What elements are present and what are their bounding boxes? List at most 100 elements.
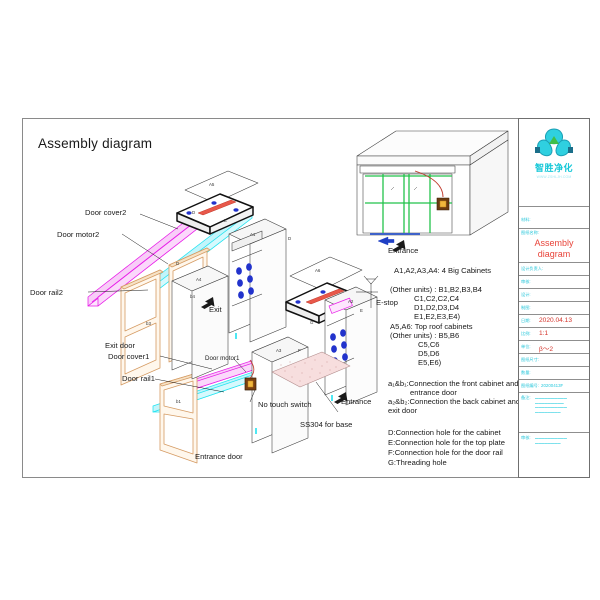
tb-review-key: 审核: xyxy=(521,279,531,284)
tb-drawing-name-value: Assembly diagram xyxy=(534,238,574,260)
tb-drafter-key: 制图: xyxy=(521,305,531,310)
tb-designer-row: 设计负责人: xyxy=(519,263,589,276)
legend-cabinets-9: E5,E6) xyxy=(418,358,442,367)
company-name-cn: 智胜净化 xyxy=(534,163,573,173)
tb-drafter-row: 制图: xyxy=(519,302,589,315)
page-title: Assembly diagram xyxy=(38,136,153,151)
title-block: 智胜净化 WWW.ZSHLJH.COM 材料: 图纸名称: Assembly d… xyxy=(518,118,590,478)
tb-remark-key: 备注: xyxy=(521,395,531,400)
label-exit: Exit xyxy=(209,305,222,314)
tb-size-key: 图纸尺寸: xyxy=(521,357,539,362)
label-entrance-room: Entrance xyxy=(388,246,419,255)
legend-cabinets-1: (Other units) : B1,B2,B3,B4 xyxy=(390,285,483,294)
hole-tag-g1: G xyxy=(310,320,314,325)
cabinet-a1 xyxy=(228,218,287,343)
tb-scale-row: 比例: 1:1 xyxy=(519,328,589,341)
tb-date-value: 2020.04.13 xyxy=(539,317,573,324)
label-no-touch-switch: No touch switch xyxy=(258,400,312,409)
legend-cabinets-5: A5,A6: Top roof cabinets xyxy=(390,322,473,331)
tb-drawing-name-row: 图纸名称: Assembly diagram xyxy=(519,229,589,263)
top-plate-a5 xyxy=(184,170,259,204)
label-door-rail1: Door rail1 xyxy=(122,374,155,383)
hole-tag-d3: D xyxy=(176,261,179,266)
tb-scale-key: 比例: xyxy=(521,331,531,336)
hole-tag-d2: D xyxy=(288,236,291,241)
tb-drawing-no-row: 图纸编号: 20200413F xyxy=(519,380,589,393)
legend-cabinets-6: (Other units) : B5,B6 xyxy=(390,331,460,340)
label-door-cover2: Door cover2 xyxy=(85,208,127,217)
tb-material-key: 材料: xyxy=(521,217,531,222)
tb-drawing-name-key: 图纸名称: xyxy=(521,230,539,235)
tray-a5 xyxy=(176,193,254,235)
hole-tag-e1: E xyxy=(224,218,227,223)
part-tag-a5: A5 xyxy=(209,182,215,187)
door-panel-exit xyxy=(120,269,164,386)
part-tag-a1: A1 xyxy=(250,232,256,237)
label-door-motor1: Door motor1 xyxy=(205,355,240,362)
tb-remark-text: ▬▬▬▬▬▬▬▬▬▬▬▬▬▬▬▬▬▬▬▬▬▬▬▬▬▬▬▬▬▬▬▬▬▬▬▬▬ xyxy=(535,396,567,414)
no-touch-switch-box xyxy=(244,359,257,391)
tb-drawing-no-value: 20200413F xyxy=(541,383,564,388)
cabinet-a4 xyxy=(171,265,229,380)
hole-tag-d1: D xyxy=(192,210,195,215)
cabinet-a2 xyxy=(324,286,378,406)
door-tag-b4: b4 xyxy=(190,294,195,299)
tb-material-row: 材料: xyxy=(519,207,589,229)
legend-conn-0: a₁&b₁:Connection the front cabinet and xyxy=(388,379,519,388)
tb-unit-value: β～2 xyxy=(539,346,554,353)
tb-approve-row: 审核: ▬▬▬▬▬▬▬▬▬▬▬▬▬▬▬▬▬▬ xyxy=(519,433,589,463)
hole-tag-e2: E xyxy=(360,308,363,313)
company-logo-cell: 智胜净化 WWW.ZSHLJH.COM xyxy=(519,119,589,207)
tb-qty-row: 数量: xyxy=(519,367,589,380)
tb-remark-row: 备注: ▬▬▬▬▬▬▬▬▬▬▬▬▬▬▬▬▬▬▬▬▬▬▬▬▬▬▬▬▬▬▬▬▬▬▬▬… xyxy=(519,393,589,433)
hole-tag-f1: F xyxy=(298,348,301,353)
tb-designer-key: 设计负责人: xyxy=(521,266,544,271)
estop-symbol xyxy=(363,275,379,308)
exit-arrow xyxy=(201,297,215,309)
legend-hole-3: G:Threading hole xyxy=(388,458,447,467)
tb-drawing-no-key: 图纸编号: xyxy=(521,383,539,388)
tb-unit-row: 单位: β～2 xyxy=(519,341,589,354)
tb-qty-key: 数量: xyxy=(521,370,531,375)
ss304-base-plate xyxy=(271,351,351,388)
legend-hole-1: E:Connection hole for the top plate xyxy=(388,438,505,447)
room-3d-view xyxy=(356,130,509,246)
door-tag-b3: b3 xyxy=(146,321,151,326)
entrance-arrow-center xyxy=(334,392,348,404)
part-tag-a4: A4 xyxy=(196,277,202,282)
part-tag-a3: A3 xyxy=(276,348,282,353)
label-door-cover1: Door cover1 xyxy=(108,352,150,361)
tb-approve-key: 审核: xyxy=(521,435,531,440)
company-logo-icon xyxy=(535,128,573,157)
legend-hole-0: D:Connection hole for the cabinet xyxy=(388,428,501,437)
legend-cabinets-0: A1,A2,A3,A4: 4 Big Cabinets xyxy=(394,266,492,275)
legend-cabinets-3: D1,D2,D3,D4 xyxy=(414,303,460,312)
label-exit-door: Exit door xyxy=(105,341,135,350)
part-tag-a2: A2 xyxy=(348,299,354,304)
legend-cabinets-2: C1,C2,C2,C4 xyxy=(414,294,460,303)
label-entrance-center: Entrance xyxy=(341,397,372,406)
entrance-arrow-room xyxy=(392,240,406,252)
company-url: WWW.ZSHLJH.COM xyxy=(536,175,572,179)
label-door-motor2: Door motor2 xyxy=(57,230,100,239)
tb-size-row: 图纸尺寸: xyxy=(519,354,589,367)
label-estop: E-stop xyxy=(376,298,398,307)
legend-cabinets-7: C5,C6 xyxy=(418,340,440,349)
legend-conn-1: entrance door xyxy=(410,388,457,397)
part-tag-a6: A6 xyxy=(315,268,321,273)
legend-conn-2: a₂&b₂:Connection the back cabinet and xyxy=(388,397,521,406)
tb-approve-text: ▬▬▬▬▬▬▬▬▬▬▬▬▬▬▬▬▬▬ xyxy=(535,436,567,445)
door-tag-b1: b1 xyxy=(176,399,181,404)
legend-conn-3: exit door xyxy=(388,406,418,415)
label-ss304-base: SS304 for base xyxy=(300,420,353,429)
tb-date-key: 日期: xyxy=(521,318,531,323)
legend-hole-2: F:Connection hole for the door rail xyxy=(388,448,503,457)
label-door-rail2: Door rail2 xyxy=(30,288,63,297)
tb-scale-value: 1:1 xyxy=(539,330,549,337)
tb-unit-key: 单位: xyxy=(521,344,531,349)
label-entrance-door: Entrance door xyxy=(195,452,243,461)
top-plate-a6 xyxy=(289,256,363,291)
door-panel-entrance xyxy=(159,372,200,464)
